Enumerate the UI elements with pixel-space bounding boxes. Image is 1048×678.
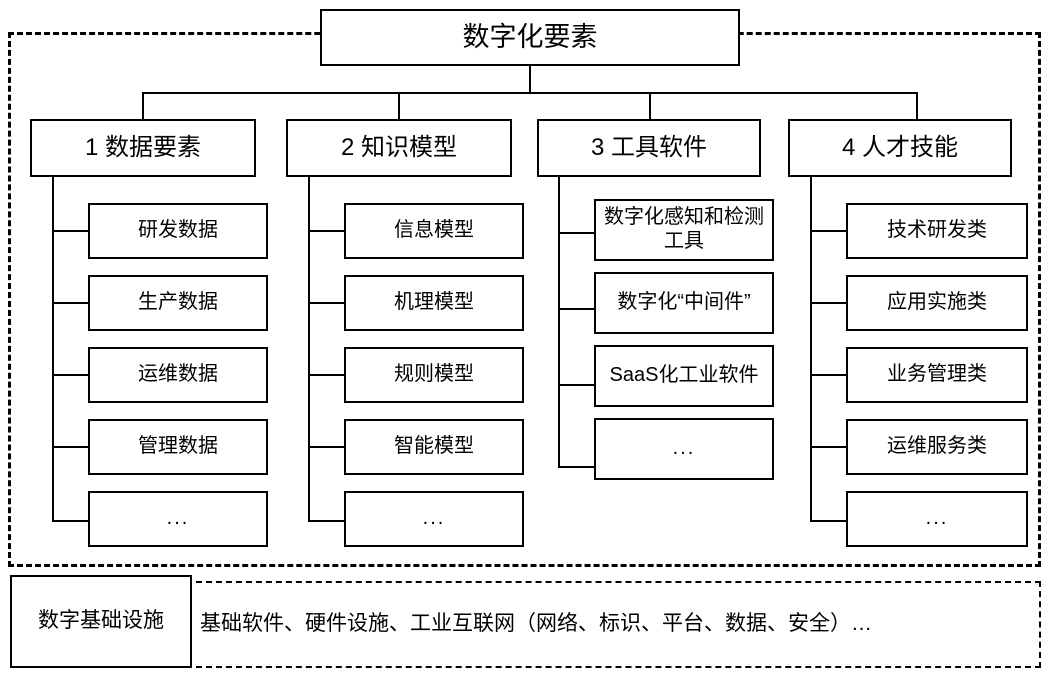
- leaf-box-4-5[interactable]: ...: [846, 491, 1028, 547]
- leaf-label-1-5: ...: [166, 507, 190, 530]
- leaf-label-2-4: 智能模型: [394, 435, 474, 458]
- leaf-label-3-2: 数字化“中间件”: [617, 291, 751, 314]
- category-trunk-2: [308, 177, 310, 522]
- leaf-label-4-5: ...: [925, 507, 949, 530]
- leaf-box-2-2[interactable]: 机理模型: [344, 275, 524, 331]
- leaf-label-4-4: 运维服务类: [887, 435, 987, 458]
- leaf-label-1-2: 生产数据: [138, 291, 218, 314]
- leaf-label-3-4: ...: [672, 437, 696, 460]
- leaf-box-4-3[interactable]: 业务管理类: [846, 347, 1028, 403]
- leaf-box-4-2[interactable]: 应用实施类: [846, 275, 1028, 331]
- leaf-label-4-3: 业务管理类: [887, 363, 987, 386]
- leaf-branch-3-3: [558, 384, 596, 386]
- leaf-label-3-1: 数字化感知和检测工具: [604, 206, 764, 252]
- root-title-box: 数字化要素: [320, 9, 740, 66]
- leaf-branch-4-4: [810, 446, 848, 448]
- leaf-box-4-4[interactable]: 运维服务类: [846, 419, 1028, 475]
- category-header-3[interactable]: 3 工具软件: [537, 119, 761, 177]
- infrastructure-label-box[interactable]: 数字基础设施: [10, 575, 192, 668]
- leaf-branch-1-4: [52, 446, 90, 448]
- leaf-box-2-4[interactable]: 智能模型: [344, 419, 524, 475]
- leaf-label-1-3: 运维数据: [138, 363, 218, 386]
- root-stem-line: [529, 66, 531, 93]
- leaf-branch-3-2: [558, 308, 596, 310]
- leaf-label-4-1: 技术研发类: [887, 219, 987, 242]
- infrastructure-description: 基础软件、硬件设施、工业互联网（网络、标识、平台、数据、安全）…: [200, 611, 872, 635]
- leaf-branch-2-2: [308, 302, 346, 304]
- category-header-label-1: 1 数据要素: [84, 133, 201, 161]
- leaf-branch-3-1: [558, 232, 596, 234]
- leaf-label-2-2: 机理模型: [394, 291, 474, 314]
- leaf-branch-3-4: [558, 466, 596, 468]
- leaf-box-1-1[interactable]: 研发数据: [88, 203, 268, 259]
- bus-drop-line-2: [398, 92, 400, 120]
- leaf-box-2-3[interactable]: 规则模型: [344, 347, 524, 403]
- leaf-box-1-4[interactable]: 管理数据: [88, 419, 268, 475]
- leaf-branch-1-1: [52, 230, 90, 232]
- leaf-label-4-2: 应用实施类: [887, 291, 987, 314]
- bus-drop-line-3: [649, 92, 651, 120]
- leaf-box-3-2[interactable]: 数字化“中间件”: [594, 272, 774, 334]
- leaf-label-2-3: 规则模型: [394, 363, 474, 386]
- leaf-branch-1-5: [52, 520, 90, 522]
- leaf-branch-1-2: [52, 302, 90, 304]
- category-trunk-3: [558, 177, 560, 468]
- leaf-label-1-4: 管理数据: [138, 435, 218, 458]
- leaf-branch-2-3: [308, 374, 346, 376]
- leaf-branch-4-1: [810, 230, 848, 232]
- leaf-box-3-1[interactable]: 数字化感知和检测工具: [594, 199, 774, 261]
- leaf-box-1-2[interactable]: 生产数据: [88, 275, 268, 331]
- leaf-branch-2-5: [308, 520, 346, 522]
- leaf-branch-2-1: [308, 230, 346, 232]
- leaf-box-4-1[interactable]: 技术研发类: [846, 203, 1028, 259]
- leaf-label-2-1: 信息模型: [394, 219, 474, 242]
- infrastructure-label: 数字基础设施: [38, 609, 164, 633]
- leaf-label-1-1: 研发数据: [138, 219, 218, 242]
- leaf-box-1-3[interactable]: 运维数据: [88, 347, 268, 403]
- category-header-4[interactable]: 4 人才技能: [788, 119, 1012, 177]
- category-trunk-4: [810, 177, 812, 522]
- category-trunk-1: [52, 177, 54, 522]
- leaf-branch-2-4: [308, 446, 346, 448]
- category-header-label-3: 3 工具软件: [590, 133, 707, 161]
- leaf-branch-4-3: [810, 374, 848, 376]
- category-header-label-2: 2 知识模型: [340, 133, 457, 161]
- root-title-label: 数字化要素: [462, 21, 598, 52]
- leaf-box-2-5[interactable]: ...: [344, 491, 524, 547]
- bus-drop-line-1: [142, 92, 144, 120]
- bus-drop-line-4: [916, 92, 918, 120]
- leaf-box-3-3[interactable]: SaaS化工业软件: [594, 345, 774, 407]
- category-header-2[interactable]: 2 知识模型: [286, 119, 512, 177]
- category-bus-line: [142, 92, 918, 94]
- leaf-box-3-4[interactable]: ...: [594, 418, 774, 480]
- leaf-label-3-3: SaaS化工业软件: [609, 364, 759, 387]
- category-header-1[interactable]: 1 数据要素: [30, 119, 256, 177]
- leaf-label-2-5: ...: [422, 507, 446, 530]
- leaf-box-1-5[interactable]: ...: [88, 491, 268, 547]
- category-header-label-4: 4 人才技能: [841, 133, 958, 161]
- leaf-branch-4-5: [810, 520, 848, 522]
- leaf-branch-1-3: [52, 374, 90, 376]
- leaf-branch-4-2: [810, 302, 848, 304]
- leaf-box-2-1[interactable]: 信息模型: [344, 203, 524, 259]
